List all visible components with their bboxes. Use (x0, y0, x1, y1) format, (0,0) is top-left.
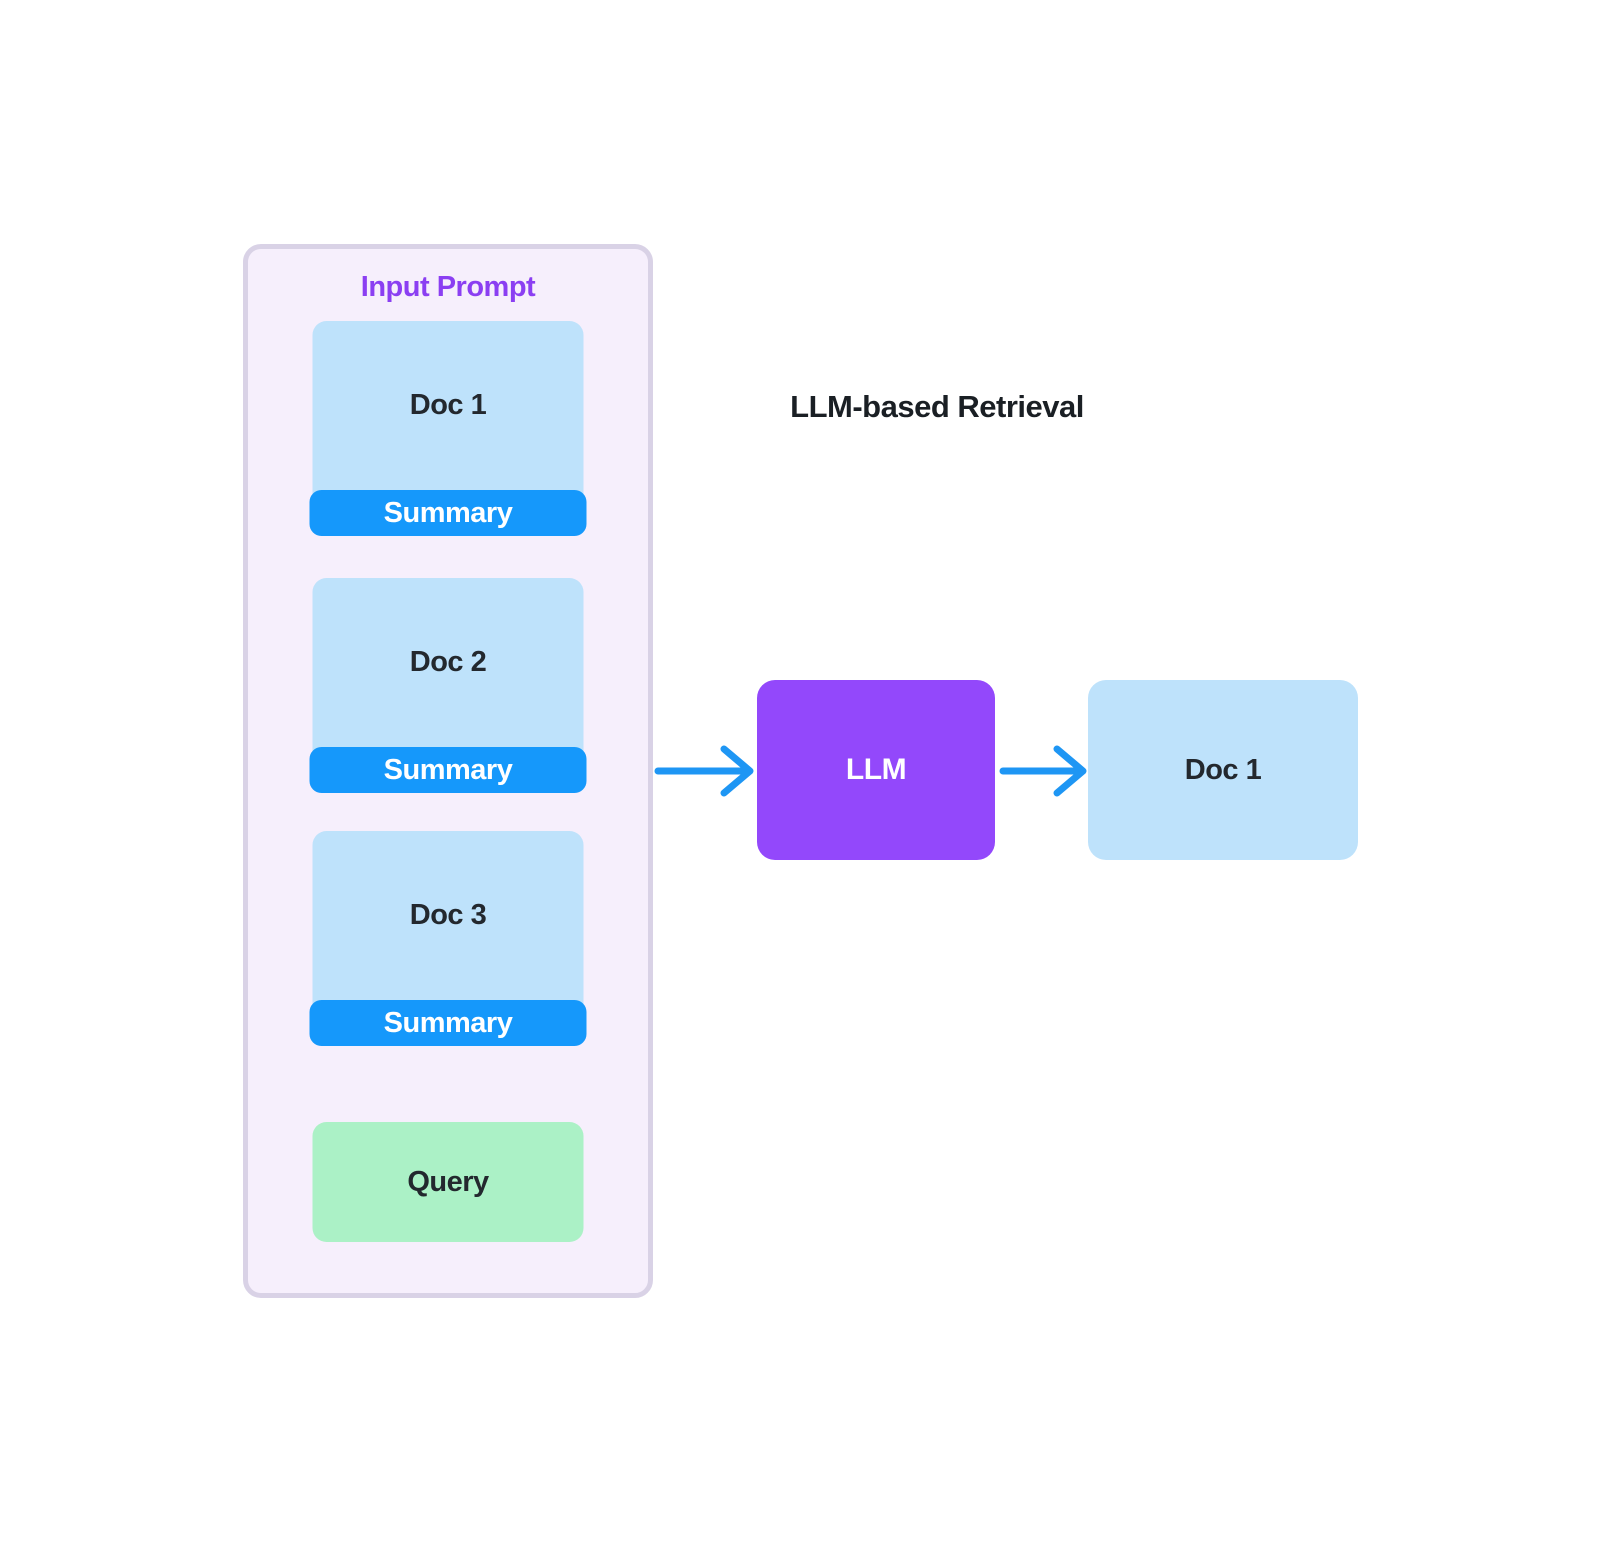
input-prompt-label: Input Prompt (360, 271, 536, 303)
doc-card-1: Doc 1 Summary (309, 321, 587, 536)
output-doc-node: Doc 1 (1088, 680, 1358, 860)
doc-2-label: Doc 2 (409, 646, 487, 678)
doc-2-summary-badge: Summary (309, 747, 587, 793)
doc-1-label: Doc 1 (409, 389, 487, 421)
doc-1-summary-badge: Summary (309, 490, 587, 536)
input-prompt-panel: Input Prompt Doc 1 Summary Doc 2 Summary… (243, 244, 653, 1298)
llm-node: LLM (757, 680, 995, 860)
doc-card-3: Doc 3 Summary (309, 831, 587, 1046)
doc-3-summary-badge: Summary (309, 1000, 587, 1046)
doc-3-label: Doc 3 (409, 899, 487, 931)
diagram-title: LLM-based Retrieval (790, 389, 1084, 424)
arrow-input-to-llm (654, 745, 754, 797)
query-box: Query (312, 1122, 584, 1242)
arrow-llm-to-output (999, 745, 1087, 797)
doc-card-2: Doc 2 Summary (309, 578, 587, 793)
